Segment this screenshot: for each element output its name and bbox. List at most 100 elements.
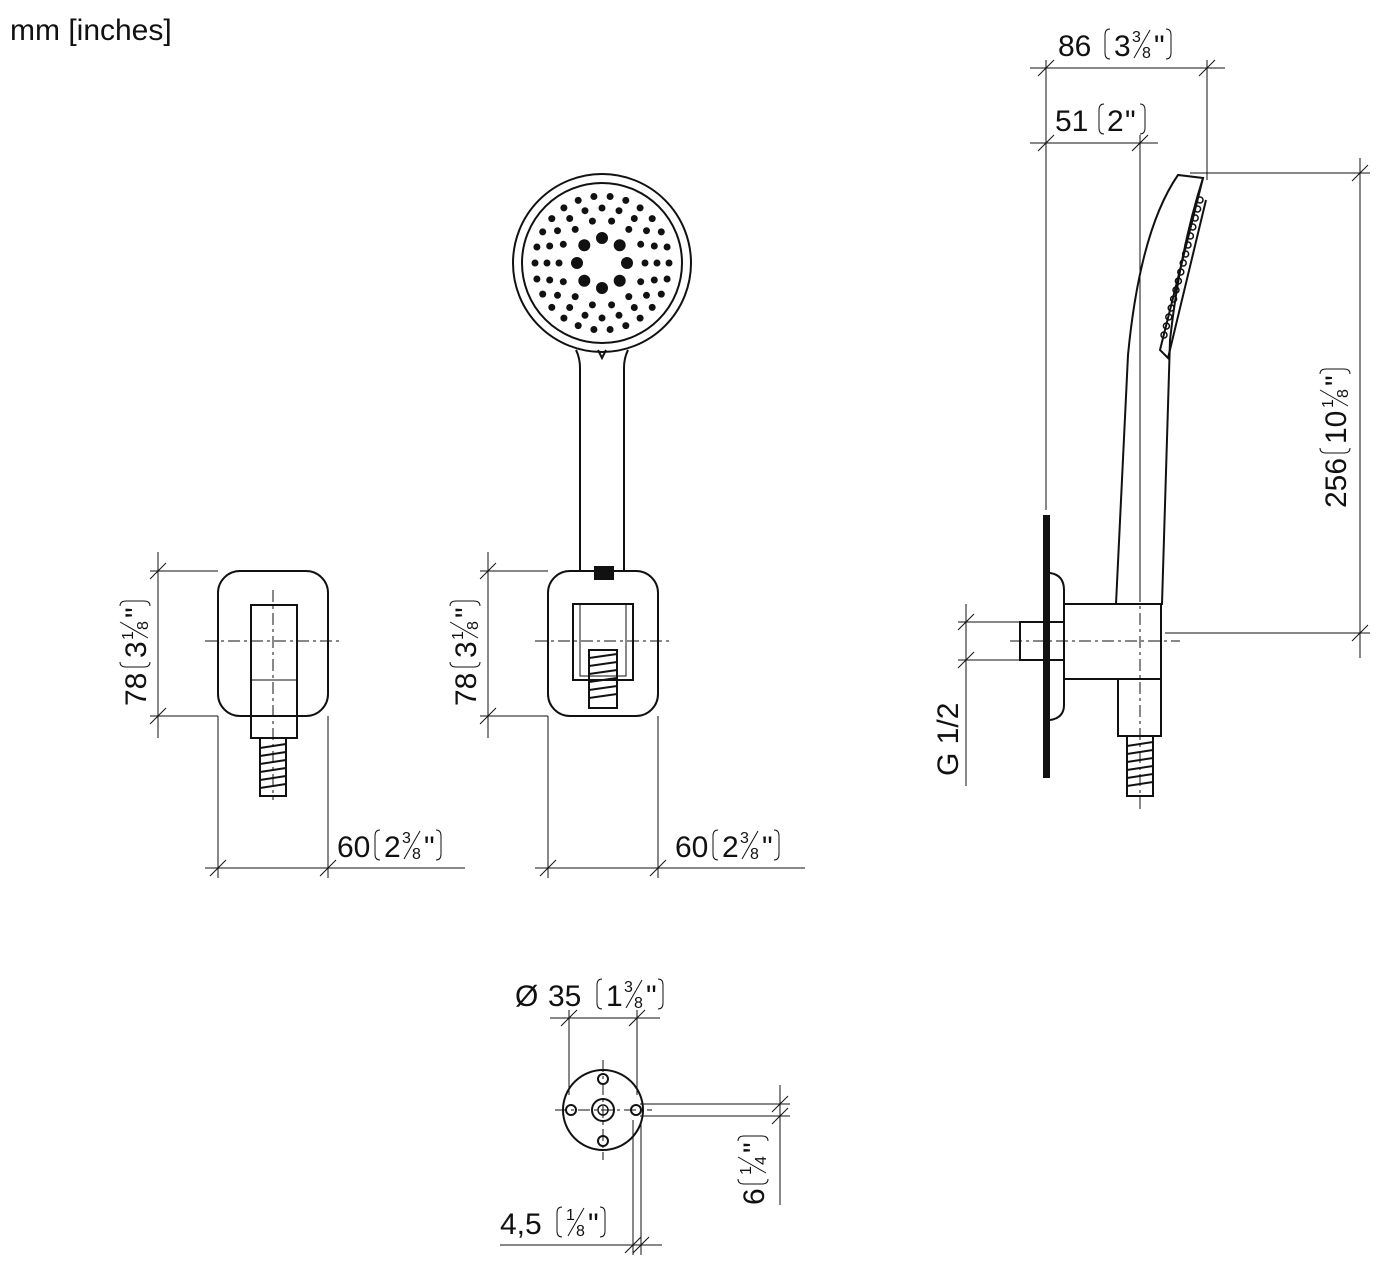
nozzle	[637, 240, 645, 248]
side-nozzle	[1167, 304, 1175, 312]
dimension-depth-holder: 51 2 "	[1030, 103, 1158, 600]
nozzle	[663, 243, 671, 251]
svg-text:": "	[424, 831, 435, 864]
nozzle	[615, 311, 623, 319]
side-nozzle	[1177, 268, 1185, 276]
side-nozzle	[1191, 214, 1199, 222]
height-side-inch-whole: 10	[1320, 411, 1353, 444]
svg-text:": "	[1125, 105, 1136, 138]
width-inch-whole-middle: 2	[722, 831, 739, 864]
nozzle	[650, 242, 658, 250]
svg-text:": "	[762, 831, 773, 864]
flange-bottom-view	[555, 1060, 652, 1160]
width-inch-num-middle: 3	[740, 830, 749, 847]
nozzle	[554, 227, 561, 235]
nozzle	[554, 291, 561, 299]
height-inch-num-middle: 1	[450, 631, 467, 640]
height-inch-den-left: 8	[135, 621, 152, 630]
nozzle	[578, 239, 591, 252]
nozzle	[581, 311, 589, 319]
hose-coil	[259, 737, 287, 797]
diameter-mm: 35	[548, 980, 581, 1013]
side-nozzle	[1179, 259, 1187, 267]
nozzle	[665, 259, 673, 267]
nozzle	[571, 225, 579, 233]
side-nozzle	[1184, 241, 1192, 249]
side-nozzle	[1162, 322, 1171, 330]
svg-text:": "	[588, 1208, 599, 1241]
depth-total-inch-num: 3	[1132, 29, 1141, 46]
nozzle	[598, 314, 606, 322]
nozzle	[621, 257, 633, 269]
offset-small-mm: 6	[738, 1188, 771, 1205]
height-mm-left: 78	[120, 673, 153, 706]
holder-plate-middle	[547, 570, 659, 717]
dimension-depth-total: 86 3 3 8 "	[1030, 28, 1225, 510]
nozzle	[566, 304, 574, 311]
svg-text:": "	[646, 980, 657, 1013]
holder-bracket	[250, 604, 298, 739]
diameter-inch-whole: 1	[606, 980, 623, 1013]
side-nozzle	[1189, 223, 1197, 231]
nozzle	[559, 240, 567, 248]
width-inch-num-left: 3	[402, 830, 411, 847]
nozzle	[539, 228, 547, 236]
offset-small-inch-num: 1	[738, 1166, 755, 1175]
nozzle	[559, 278, 567, 286]
nozzle	[598, 204, 606, 212]
nozzle	[653, 259, 661, 267]
nozzle	[578, 274, 591, 287]
side-nozzle	[1196, 196, 1204, 204]
nozzle	[555, 259, 563, 267]
holder-front-view-left	[205, 570, 340, 800]
height-side-mm: 256	[1320, 458, 1353, 508]
svg-text:": "	[450, 607, 483, 618]
nozzle	[643, 291, 650, 299]
hand-shower-front-view	[512, 173, 692, 580]
thread-label: G 1/2	[932, 703, 965, 776]
dimension-height-middle: 78 3 1 8 "	[449, 552, 548, 738]
nozzle	[622, 196, 630, 204]
nozzle	[650, 276, 658, 284]
nozzle	[657, 290, 665, 298]
side-nozzle	[1165, 313, 1173, 321]
nozzle	[566, 215, 574, 222]
holder-cradle	[572, 603, 634, 681]
depth-holder-inch-whole: 2	[1107, 105, 1124, 138]
nozzle	[546, 276, 554, 284]
nozzle	[608, 301, 616, 309]
nozzle	[636, 314, 644, 322]
height-mm-middle: 78	[450, 673, 483, 706]
height-inch-num-left: 1	[120, 631, 137, 640]
nozzle	[546, 242, 554, 250]
dimension-width-left: 60 2 3 8 "	[205, 716, 465, 878]
dimension-offset-plate: 4,5 1 8 "	[500, 1120, 662, 1255]
nozzle	[636, 204, 644, 212]
nozzle	[622, 322, 630, 330]
nozzle	[630, 304, 638, 311]
shower-head-face	[521, 182, 683, 344]
height-inch-whole-left: 3	[120, 641, 153, 658]
nozzle	[596, 282, 608, 294]
height-side-inch-den: 8	[1335, 389, 1352, 398]
dimension-flange-diameter: Ø 35 1 3 8 "	[515, 978, 664, 1095]
shower-head-outer	[512, 173, 692, 353]
nozzle	[588, 301, 596, 309]
dimension-width-middle: 60 2 3 8 "	[535, 716, 805, 878]
nozzle	[641, 259, 649, 267]
nozzle	[533, 275, 541, 283]
width-mm-left: 60	[337, 831, 370, 864]
nozzle	[574, 322, 582, 330]
nozzle	[657, 228, 665, 236]
wall-flange	[1049, 572, 1065, 721]
nozzle	[539, 290, 547, 298]
handle-clip	[594, 566, 614, 580]
offset-plate-inch-den: 8	[576, 1223, 585, 1240]
dimension-offset-small: 6 1 4 "	[640, 1085, 790, 1205]
nozzle	[581, 207, 589, 215]
nozzle	[630, 215, 638, 222]
nozzle	[590, 193, 598, 200]
nozzle	[663, 275, 671, 283]
nozzle	[548, 303, 556, 311]
nozzle	[608, 217, 616, 225]
